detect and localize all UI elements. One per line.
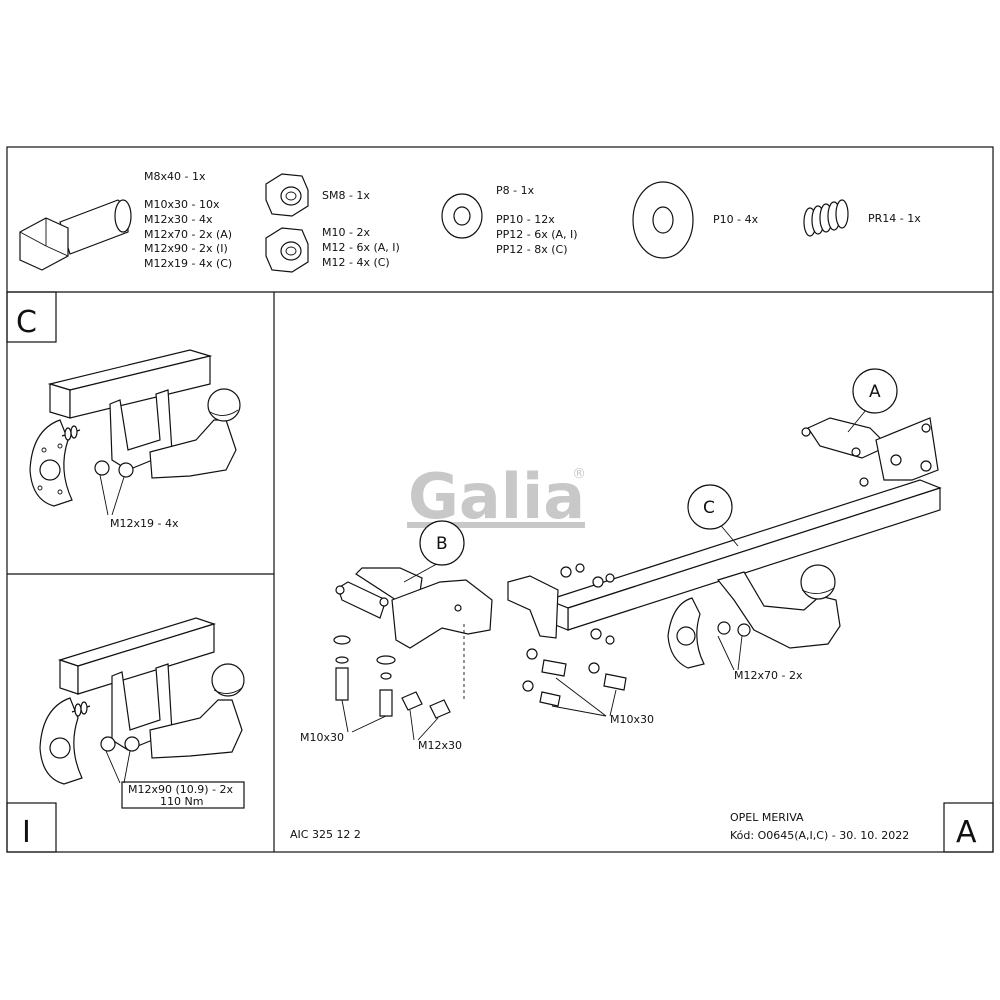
panel-i-torque-label: 110 Nm	[160, 795, 203, 808]
panel-i-label-box	[121, 781, 245, 809]
svg-text:M12 - 6x (A, I): M12 - 6x (A, I)	[322, 241, 400, 254]
nut-icon	[265, 227, 309, 273]
svg-text:PP10 - 12x: PP10 - 12x	[496, 213, 555, 226]
svg-text:M12x70 - 2x (A): M12x70 - 2x (A)	[144, 228, 232, 241]
panel-a-letter-box	[943, 802, 994, 853]
svg-text:M12x19 - 4x (C): M12x19 - 4x (C)	[144, 257, 232, 270]
panel-i-towbar-drawing	[39, 617, 245, 785]
spring-icon	[803, 199, 849, 237]
main-assembly-drawing	[333, 409, 942, 741]
panel-c-letter-box	[6, 291, 57, 343]
svg-text:M10x30 - 10x: M10x30 - 10x	[144, 198, 220, 211]
svg-text:P8 - 1x: P8 - 1x	[496, 184, 535, 197]
panel-a-letter: A	[956, 815, 977, 850]
galia-logo-mark: ®	[572, 466, 586, 482]
label-m10x30-right: M10x30	[610, 713, 654, 726]
galia-logo-underline	[407, 522, 585, 528]
kod-line: Kód: O0645(A,I,C) - 30. 10. 2022	[730, 829, 909, 842]
svg-text:PP12 - 8x (C): PP12 - 8x (C)	[496, 243, 568, 256]
svg-text:M12x90 - 2x (I): M12x90 - 2x (I)	[144, 242, 228, 255]
svg-text:A: A	[869, 382, 881, 402]
svg-text:B: B	[436, 534, 448, 554]
bolt-labels: M8x40 - 1x M10x30 - 10x M12x30 - 4x M12x…	[144, 170, 232, 270]
washer-icon	[441, 193, 483, 239]
selflock-nut-icon	[265, 173, 309, 217]
panel-c-bolt-label: M12x19 - 4x	[110, 517, 179, 530]
selflock-nut-label: SM8 - 1x	[322, 189, 370, 202]
panel-i-letter: I	[22, 815, 31, 850]
label-m12x30: M12x30	[418, 739, 462, 752]
large-washer-label: P10 - 4x	[713, 213, 759, 226]
svg-text:M10 - 2x: M10 - 2x	[322, 226, 370, 239]
outer-frame	[6, 146, 994, 853]
large-washer-icon	[632, 181, 694, 259]
product-code: AIC 325 12 2	[290, 828, 361, 841]
vehicle-name: OPEL MERIVA	[730, 811, 804, 824]
washer-labels: P8 - 1x PP10 - 12x PP12 - 6x (A, I) PP12…	[496, 184, 578, 256]
svg-text:PP12 - 6x (A, I): PP12 - 6x (A, I)	[496, 228, 578, 241]
panel-i-letter-box	[6, 802, 57, 853]
nut-labels: M10 - 2x M12 - 6x (A, I) M12 - 4x (C)	[322, 226, 400, 269]
panel-i-bolt-label-line1: M12x90 (10.9) - 2x	[128, 783, 234, 796]
label-m12x70: M12x70 - 2x	[734, 669, 803, 682]
label-m10x30-left: M10x30	[300, 731, 344, 744]
spring-label: PR14 - 1x	[868, 212, 921, 225]
callout-b: B	[419, 520, 465, 566]
svg-text:M12 - 4x (C): M12 - 4x (C)	[322, 256, 390, 269]
galia-logo: Galia	[408, 460, 585, 533]
svg-text:M8x40 - 1x: M8x40 - 1x	[144, 170, 206, 183]
callout-a: A	[852, 368, 898, 414]
svg-text:C: C	[703, 498, 715, 518]
panel-c-letter: C	[16, 305, 37, 340]
panel-c-towbar-drawing	[29, 349, 241, 516]
callout-c: C	[687, 484, 733, 530]
svg-text:M12x30 - 4x: M12x30 - 4x	[144, 213, 213, 226]
bolt-icon	[19, 199, 132, 271]
